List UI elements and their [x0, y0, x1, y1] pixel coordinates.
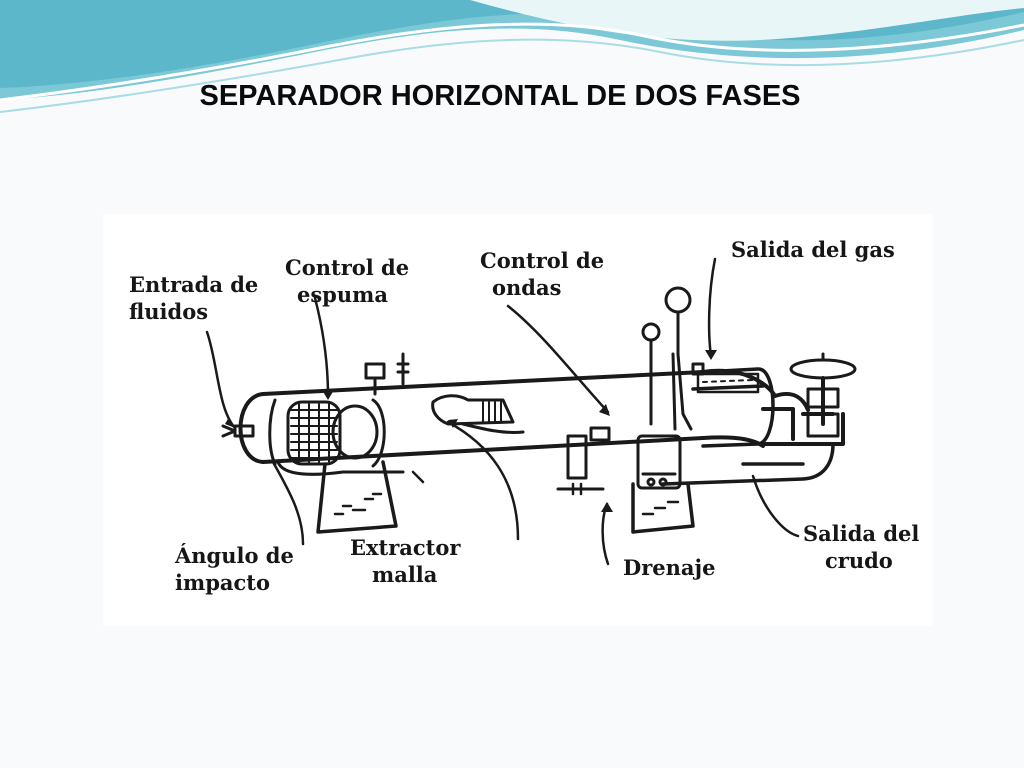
- gas-outlet-piping: [761, 352, 857, 446]
- label-line: malla: [372, 562, 438, 587]
- gauge-assembly: [641, 286, 705, 431]
- bottom-small-drain: [411, 470, 425, 484]
- label-extractor-malla: Extractor malla: [350, 534, 460, 588]
- label-line: Salida del gas: [731, 237, 895, 262]
- label-line: Control de: [480, 248, 605, 273]
- crude-outlet-line: [661, 442, 835, 486]
- wave-baffle: [431, 394, 525, 434]
- label-line: Entrada de: [129, 272, 259, 297]
- label-line: impacto: [175, 570, 270, 595]
- separator-diagram: Entrada de fluidos Control de espuma Con…: [103, 214, 933, 626]
- label-control-espuma: Control de espuma: [285, 254, 409, 308]
- label-salida-gas: Salida del gas: [731, 236, 895, 263]
- top-instruments: [364, 352, 410, 396]
- label-line: Control de: [285, 255, 410, 280]
- label-line: ondas: [492, 275, 562, 300]
- label-line: Extractor: [350, 535, 461, 560]
- label-line: Ángulo de: [175, 543, 294, 568]
- label-line: espuma: [297, 282, 388, 307]
- label-line: crudo: [825, 548, 893, 573]
- label-line: Salida del: [803, 521, 920, 546]
- inlet-nozzle: [221, 424, 255, 438]
- slide-title: SEPARADOR HORIZONTAL DE DOS FASES: [199, 80, 801, 112]
- label-drenaje: Drenaje: [623, 554, 715, 581]
- header-wave-decoration: [0, 0, 1024, 113]
- bottom-drain-pipe: [276, 460, 405, 476]
- label-line: fluidos: [129, 299, 209, 324]
- drain-level-controls: [556, 426, 682, 496]
- vessel-supports: [316, 460, 695, 534]
- label-salida-crudo: Salida del crudo: [803, 520, 919, 574]
- label-entrada-fluidos: Entrada de fluidos: [129, 271, 258, 325]
- leader-arrowheads: [225, 350, 717, 512]
- separator-drawing: [205, 257, 857, 566]
- label-angulo-impacto: Ángulo de impacto: [175, 542, 294, 596]
- vessel-body: [238, 368, 810, 464]
- foam-control-mesh: [268, 398, 386, 468]
- label-line: Drenaje: [623, 555, 716, 580]
- vessel-right-head: [691, 367, 775, 448]
- label-control-ondas: Control de ondas: [480, 247, 604, 301]
